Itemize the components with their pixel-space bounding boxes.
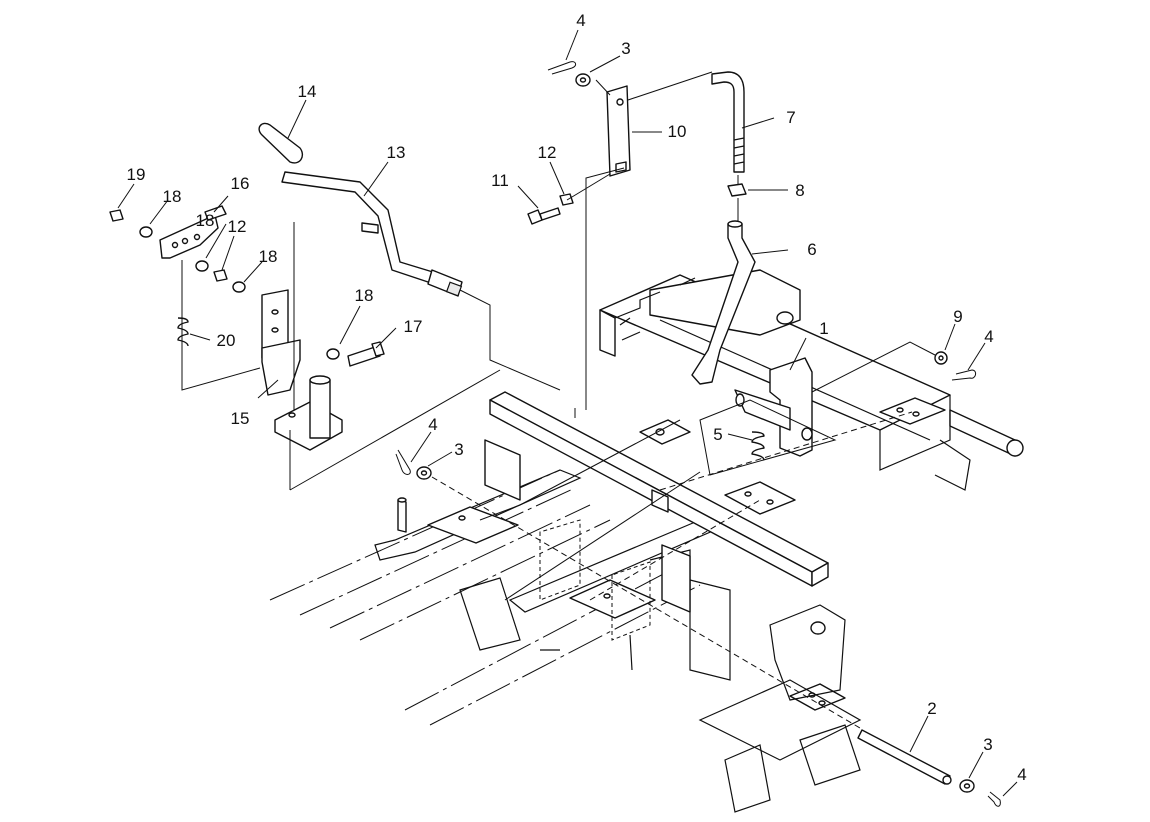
callout-6: 6 xyxy=(807,240,816,259)
chassis-frame xyxy=(269,269,1024,813)
cotter-pins xyxy=(395,61,1001,807)
callout-18: 18 xyxy=(259,247,278,266)
part-7-rod xyxy=(711,71,745,173)
callout-4: 4 xyxy=(984,327,993,346)
part-6-rod xyxy=(691,220,756,385)
callout-labels: 1 2 3 3 3 4 4 4 4 5 6 7 8 9 10 11 12 12 … xyxy=(127,11,1027,784)
callout-5: 5 xyxy=(713,425,722,444)
callout-4: 4 xyxy=(1017,765,1026,784)
callout-16: 16 xyxy=(231,174,250,193)
part-8-nut xyxy=(727,183,747,197)
callout-11: 11 xyxy=(491,171,509,190)
callout-19: 19 xyxy=(127,165,146,184)
callout-3: 3 xyxy=(983,735,992,754)
callout-4: 4 xyxy=(428,415,437,434)
part-15-bracket xyxy=(261,289,343,451)
callout-3: 3 xyxy=(621,39,630,58)
part-11-bolt xyxy=(527,207,561,225)
part-14-knob xyxy=(258,122,304,164)
part-17-bolt xyxy=(347,341,385,367)
part-20-spring xyxy=(177,317,189,347)
part-10-plate xyxy=(606,85,631,177)
callout-7: 7 xyxy=(786,108,795,127)
callout-12: 12 xyxy=(538,143,557,162)
part-12-nut xyxy=(213,193,574,282)
callout-20: 20 xyxy=(217,331,236,350)
callout-17: 17 xyxy=(404,317,423,336)
callout-14: 14 xyxy=(298,82,317,101)
callout-12: 12 xyxy=(228,217,247,236)
callout-18: 18 xyxy=(196,211,215,230)
callout-8: 8 xyxy=(795,181,804,200)
washers xyxy=(109,73,975,793)
part-2-pin xyxy=(857,729,952,785)
callout-3: 3 xyxy=(454,440,463,459)
callout-15: 15 xyxy=(231,409,250,428)
callout-2: 2 xyxy=(927,699,936,718)
assembly-lines xyxy=(181,71,936,729)
callout-18: 18 xyxy=(163,187,182,206)
callout-13: 13 xyxy=(387,143,406,162)
callout-4: 4 xyxy=(576,11,585,30)
part-16-plate xyxy=(159,205,227,259)
callout-leaders xyxy=(117,29,1018,797)
part-5-spring xyxy=(751,431,765,461)
callout-1: 1 xyxy=(819,319,828,338)
callout-18: 18 xyxy=(355,286,374,305)
part-13-lever xyxy=(281,171,463,297)
callout-10: 10 xyxy=(668,122,687,141)
callout-9: 9 xyxy=(953,307,962,326)
